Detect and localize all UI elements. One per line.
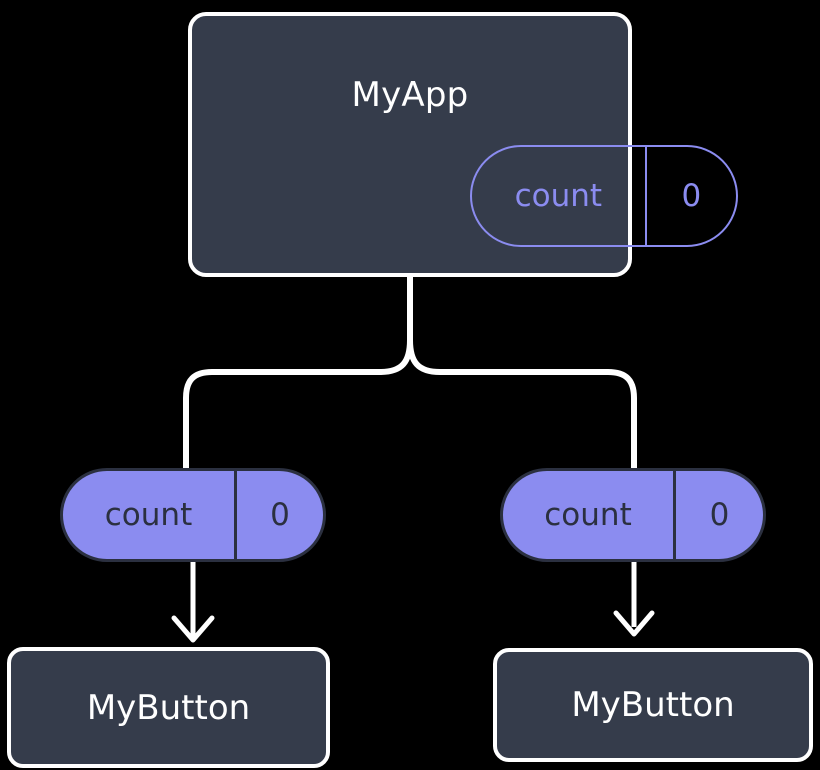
component-node-myapp[interactable]: MyApp count 0 bbox=[188, 12, 738, 277]
component-title-mybutton: MyButton bbox=[571, 685, 735, 725]
state-pill-key: count bbox=[63, 471, 237, 559]
component-node-mybutton-left[interactable]: MyButton bbox=[7, 647, 330, 768]
state-pill-child-left[interactable]: count 0 bbox=[60, 468, 326, 562]
component-title-mybutton: MyButton bbox=[86, 687, 251, 728]
state-pill-myapp[interactable]: count 0 bbox=[470, 145, 738, 247]
state-pill-key: count bbox=[503, 471, 677, 559]
state-pill-value: 0 bbox=[709, 497, 730, 533]
branch-connector-edge bbox=[183, 274, 637, 471]
component-node-mybutton-right[interactable]: MyButton bbox=[493, 648, 813, 762]
state-pill-child-right[interactable]: count 0 bbox=[500, 468, 766, 562]
component-title-myapp: MyApp bbox=[351, 75, 469, 115]
arrow-head-right bbox=[613, 610, 655, 637]
arrow-head-left bbox=[171, 615, 215, 643]
state-pill-key: count bbox=[472, 147, 647, 245]
state-pill-value: 0 bbox=[681, 178, 702, 214]
state-pill-value: 0 bbox=[270, 497, 290, 533]
